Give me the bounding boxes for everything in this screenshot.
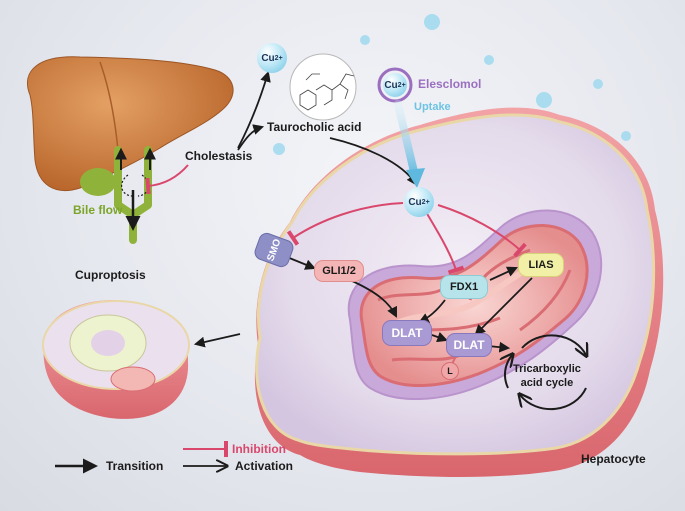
tca-cycle-arrows bbox=[505, 334, 586, 411]
gli-node: GLI1/2 bbox=[314, 260, 364, 282]
tca-line-1: Tricarboxylic bbox=[513, 363, 581, 375]
arrow-lias-to-dlat2 bbox=[474, 277, 533, 336]
arrow-to-cuproptosis bbox=[193, 333, 241, 348]
dlat-node-2: DLAT bbox=[446, 333, 492, 357]
cu-uptake-label: Cu bbox=[384, 79, 398, 91]
liver bbox=[27, 56, 234, 244]
arrow-fdx1-to-lias bbox=[489, 266, 518, 281]
legend-activation-label: Activation bbox=[235, 459, 294, 473]
tca-line-2: acid cycle bbox=[520, 377, 574, 389]
legend-inhibition-label: Inhibition bbox=[232, 442, 286, 456]
dlat-node-1: DLAT bbox=[382, 320, 432, 346]
cholestasis-label: Cholestasis bbox=[185, 149, 253, 163]
bile-flow-label: Bile flow bbox=[73, 203, 123, 217]
inhibit-smo bbox=[286, 202, 404, 246]
arrow-gli-to-dlat bbox=[349, 279, 397, 318]
cuproptosis-label: Cuproptosis bbox=[75, 268, 146, 282]
taurocholic-acid-label: Taurocholic acid bbox=[267, 120, 362, 134]
inhibit-lias bbox=[437, 204, 527, 258]
legend-transition-label: Transition bbox=[106, 459, 164, 473]
elesclomol-label: Elesclomol bbox=[418, 77, 482, 91]
cu-center-label: Cu bbox=[408, 196, 422, 208]
arrow-cholestasis-to-cu bbox=[237, 70, 271, 149]
lias-node: LIAS bbox=[518, 253, 564, 277]
uptake-label: Uptake bbox=[414, 101, 451, 113]
arrow-cholestasis-to-taurocholic bbox=[237, 124, 265, 151]
fdx1-node: FDX1 bbox=[440, 275, 488, 299]
lipoyl-node: L bbox=[441, 362, 459, 380]
inhibit-fdx1 bbox=[425, 211, 465, 275]
cu-top-label: Cu bbox=[261, 52, 275, 64]
uptake-arrow bbox=[394, 100, 419, 180]
molecule-structure bbox=[289, 53, 357, 121]
legend bbox=[55, 441, 226, 474]
arrow-dlat-to-dlat bbox=[431, 332, 449, 343]
hepatocyte-label: Hepatocyte bbox=[581, 452, 646, 466]
arrow-taurocholic-to-cu bbox=[329, 137, 418, 186]
elesclomol-ring bbox=[377, 67, 413, 103]
cuproptosis-cell bbox=[42, 300, 190, 419]
cholestasis-inhibition bbox=[145, 164, 189, 195]
tca-cycle-label: Tricarboxylic acid cycle bbox=[513, 362, 581, 390]
